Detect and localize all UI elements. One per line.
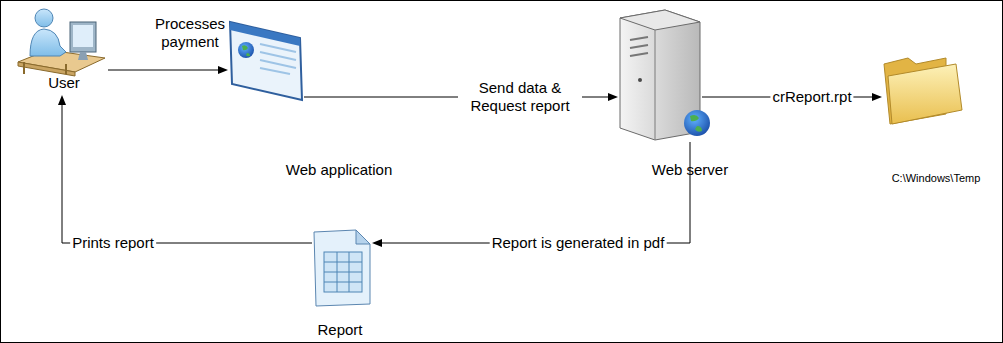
connector xyxy=(372,142,690,247)
connector xyxy=(108,66,228,74)
node-label: Web application xyxy=(286,162,392,179)
node-label: User xyxy=(48,75,80,92)
connector-line xyxy=(108,70,218,71)
connector-line xyxy=(62,105,312,243)
node-label: C:\Windows\Temp xyxy=(892,172,981,184)
edge-label: Report is generated in pdf xyxy=(490,234,667,252)
arrow-head xyxy=(218,66,228,74)
edge-label: Processes payment xyxy=(138,15,242,51)
icon-node: Report xyxy=(312,229,372,307)
edge-label: crReport.rpt xyxy=(770,88,853,106)
connector xyxy=(58,95,312,243)
connector-line xyxy=(382,142,690,243)
icon-node: Web application xyxy=(228,20,304,102)
edge-label: Prints report xyxy=(70,234,156,252)
arrow-head xyxy=(372,239,382,247)
node-label: Web server xyxy=(652,162,728,179)
server-icon xyxy=(620,10,710,140)
arrow-head xyxy=(608,93,618,101)
user-icon xyxy=(18,9,105,76)
icon-node: Web server xyxy=(618,10,702,142)
edge-label: Send data & Request report xyxy=(458,79,582,115)
browser-icon xyxy=(230,22,302,100)
icon-node: C:\Windows\Temp xyxy=(882,56,962,126)
arrow-head xyxy=(58,95,66,105)
icon-node: User xyxy=(12,5,108,95)
arrow-head xyxy=(872,93,882,101)
report-icon xyxy=(314,230,370,306)
folder-icon xyxy=(884,58,962,124)
node-label: Report xyxy=(317,322,362,339)
